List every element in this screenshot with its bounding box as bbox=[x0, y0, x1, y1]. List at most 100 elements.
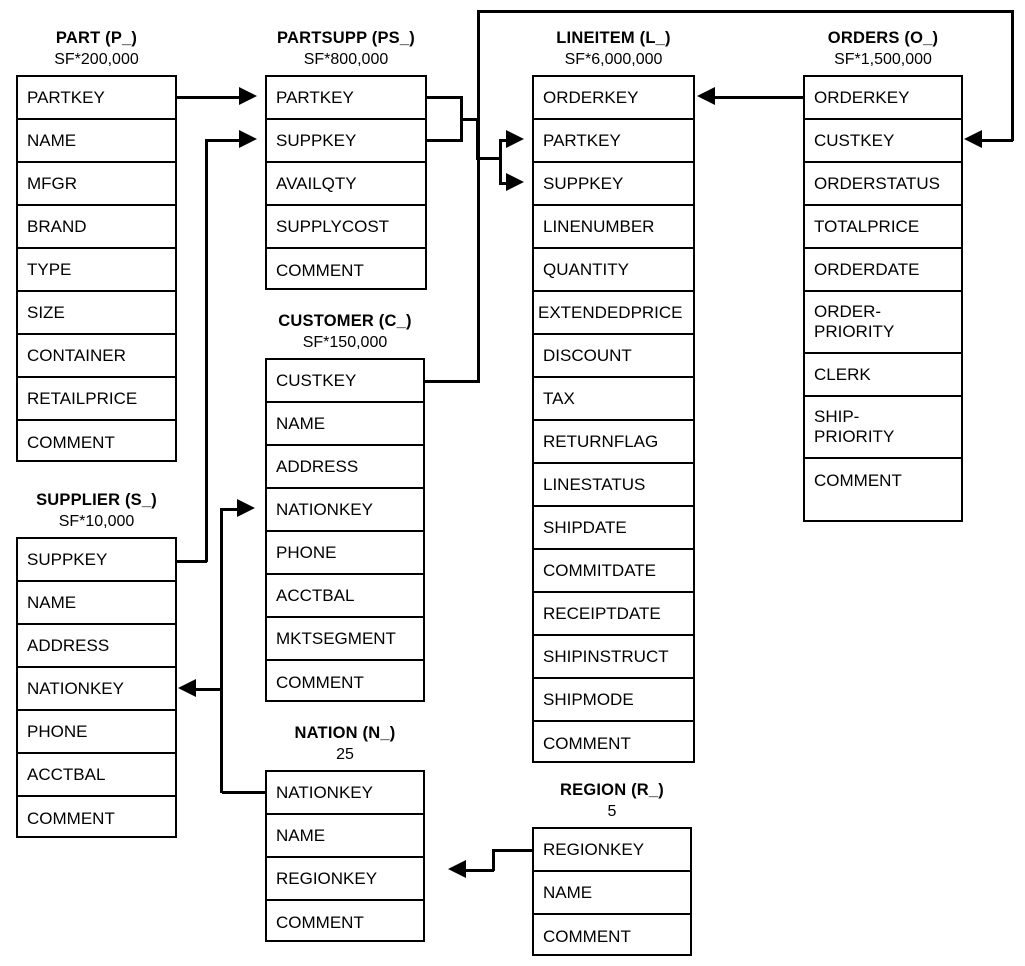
arrowhead-supplier-nationkey bbox=[178, 679, 196, 697]
field-region-name[interactable]: NAME bbox=[534, 872, 690, 915]
entity-supplier-count: SF*10,000 bbox=[58, 513, 135, 530]
field-orders-orderkey[interactable]: ORDERKEY bbox=[805, 77, 961, 120]
connector-orders-custkey-in bbox=[982, 139, 1013, 142]
field-lineitem-partkey[interactable]: PARTKEY bbox=[534, 120, 693, 163]
field-supplier-name[interactable]: NAME bbox=[18, 582, 175, 625]
field-part-name[interactable]: NAME bbox=[18, 120, 175, 163]
entity-nation-count: 25 bbox=[336, 746, 354, 763]
field-lineitem-shipdate[interactable]: SHIPDATE bbox=[534, 507, 693, 550]
field-orders-orderdate[interactable]: ORDERDATE bbox=[805, 249, 961, 292]
field-partsupp-comment[interactable]: COMMENT bbox=[276, 260, 364, 280]
field-nation-name[interactable]: NAME bbox=[267, 815, 423, 858]
field-partsupp-availqty[interactable]: AVAILQTY bbox=[267, 163, 425, 206]
field-orders-totalprice[interactable]: TOTALPRICE bbox=[805, 206, 961, 249]
field-orders-clerk[interactable]: CLERK bbox=[805, 354, 961, 397]
field-part-brand[interactable]: BRAND bbox=[18, 206, 175, 249]
field-part-type[interactable]: TYPE bbox=[18, 249, 175, 292]
connector-partsupp-suppkey-out bbox=[427, 139, 462, 142]
connector-nation-nationkey-out bbox=[222, 791, 265, 794]
connector-orders-to-lineitem bbox=[715, 96, 803, 99]
field-part-mfgr[interactable]: MFGR bbox=[18, 163, 175, 206]
entity-customer-box: CUSTKEY NAME ADDRESS NATIONKEY PHONE ACC… bbox=[265, 358, 425, 702]
field-region-comment[interactable]: COMMENT bbox=[543, 926, 631, 946]
entity-region-box: REGIONKEY NAME COMMENT bbox=[532, 827, 692, 956]
field-lineitem-shipinstruct[interactable]: SHIPINSTRUCT bbox=[534, 636, 693, 679]
field-lineitem-shipmode[interactable]: SHIPMODE bbox=[534, 679, 693, 722]
connector-customer-custkey-riser bbox=[477, 10, 480, 382]
field-lineitem-discount[interactable]: DISCOUNT bbox=[534, 335, 693, 378]
connector-region-regionkey-drop bbox=[492, 849, 495, 871]
field-lineitem-linenumber[interactable]: LINENUMBER bbox=[534, 206, 693, 249]
entity-region-count: 5 bbox=[607, 803, 617, 820]
field-supplier-comment[interactable]: COMMENT bbox=[27, 808, 115, 828]
entity-partsupp-box: PARTKEY SUPPKEY AVAILQTY SUPPLYCOST COMM… bbox=[265, 75, 427, 290]
connector-customer-custkey-out bbox=[425, 380, 480, 383]
entity-supplier-title: SUPPLIER (S_) bbox=[36, 491, 157, 509]
field-part-retailprice[interactable]: RETAILPRICE bbox=[18, 378, 175, 421]
field-supplier-phone[interactable]: PHONE bbox=[18, 711, 175, 754]
connector-nation-to-customer bbox=[220, 508, 239, 511]
field-customer-name[interactable]: NAME bbox=[267, 403, 423, 446]
field-customer-mktsegment[interactable]: MKTSEGMENT bbox=[267, 618, 423, 661]
entity-part-title: PART (P_) bbox=[55, 29, 138, 47]
field-part-partkey[interactable]: PARTKEY bbox=[18, 77, 175, 120]
connector-supplier-suppkey-in bbox=[205, 139, 239, 142]
arrowhead-lineitem-partkey bbox=[506, 130, 524, 148]
field-nation-regionkey[interactable]: REGIONKEY bbox=[267, 858, 423, 901]
field-lineitem-commitdate[interactable]: COMMITDATE bbox=[534, 550, 693, 593]
entity-part-box: PARTKEY NAME MFGR BRAND TYPE SIZE CONTAI… bbox=[16, 75, 177, 462]
field-orders-shippriority[interactable]: SHIP- PRIORITY bbox=[805, 397, 961, 459]
connector-supplier-suppkey-riser bbox=[205, 139, 208, 562]
field-partsupp-suppkey[interactable]: SUPPKEY bbox=[267, 120, 425, 163]
entity-partsupp-title: PARTSUPP (PS_) bbox=[277, 29, 415, 47]
field-lineitem-linestatus[interactable]: LINESTATUS bbox=[534, 464, 693, 507]
field-customer-address[interactable]: ADDRESS bbox=[267, 446, 423, 489]
connector-nation-nationkey-riser bbox=[220, 508, 223, 793]
arrowhead-orders-custkey bbox=[964, 130, 982, 148]
field-part-comment[interactable]: COMMENT bbox=[27, 432, 115, 452]
connector-orders-custkey-drop bbox=[1011, 10, 1014, 141]
field-lineitem-returnflag[interactable]: RETURNFLAG bbox=[534, 421, 693, 464]
field-supplier-suppkey[interactable]: SUPPKEY bbox=[18, 539, 175, 582]
entity-partsupp-count: SF*800,000 bbox=[303, 51, 389, 68]
field-lineitem-tax[interactable]: TAX bbox=[534, 378, 693, 421]
entity-orders-title: ORDERS (O_) bbox=[827, 29, 939, 47]
field-lineitem-suppkey[interactable]: SUPPKEY bbox=[534, 163, 693, 206]
field-supplier-acctbal[interactable]: ACCTBAL bbox=[18, 754, 175, 797]
field-nation-comment[interactable]: COMMENT bbox=[276, 912, 364, 932]
field-supplier-address[interactable]: ADDRESS bbox=[18, 625, 175, 668]
field-orders-orderpriority[interactable]: ORDER- PRIORITY bbox=[805, 292, 961, 354]
entity-lineitem-count: SF*6,000,000 bbox=[564, 51, 663, 68]
connector-nation-to-supplier bbox=[196, 688, 222, 691]
field-partsupp-supplycost[interactable]: SUPPLYCOST bbox=[267, 206, 425, 249]
field-supplier-nationkey[interactable]: NATIONKEY bbox=[18, 668, 175, 711]
field-region-regionkey[interactable]: REGIONKEY bbox=[534, 829, 690, 872]
field-orders-orderpriority-text: ORDER- PRIORITY bbox=[814, 302, 895, 341]
field-customer-comment[interactable]: COMMENT bbox=[276, 672, 364, 692]
entity-customer-title: CUSTOMER (C_) bbox=[278, 312, 412, 330]
field-lineitem-receiptdate[interactable]: RECEIPTDATE bbox=[534, 593, 693, 636]
field-nation-nationkey[interactable]: NATIONKEY bbox=[267, 772, 423, 815]
field-customer-phone[interactable]: PHONE bbox=[267, 532, 423, 575]
field-part-container[interactable]: CONTAINER bbox=[18, 335, 175, 378]
arrowhead-partsupp-suppkey bbox=[239, 130, 257, 148]
entity-region-title: REGION (R_) bbox=[560, 781, 664, 799]
arrowhead-partsupp-partkey bbox=[239, 87, 257, 105]
field-lineitem-orderkey[interactable]: ORDERKEY bbox=[534, 77, 693, 120]
field-customer-nationkey[interactable]: NATIONKEY bbox=[267, 489, 423, 532]
field-part-size[interactable]: SIZE bbox=[18, 292, 175, 335]
field-lineitem-comment[interactable]: COMMENT bbox=[543, 733, 631, 753]
entity-part-count: SF*200,000 bbox=[54, 51, 139, 68]
field-customer-custkey[interactable]: CUSTKEY bbox=[267, 360, 423, 403]
field-orders-orderstatus[interactable]: ORDERSTATUS bbox=[805, 163, 961, 206]
field-customer-acctbal[interactable]: ACCTBAL bbox=[267, 575, 423, 618]
field-lineitem-quantity[interactable]: QUANTITY bbox=[534, 249, 693, 292]
entity-supplier-box: SUPPKEY NAME ADDRESS NATIONKEY PHONE ACC… bbox=[16, 537, 177, 838]
field-lineitem-extendedprice[interactable]: EXTENDEDPRICE bbox=[534, 292, 693, 335]
connector-region-regionkey-out bbox=[493, 849, 533, 852]
field-orders-comment[interactable]: COMMENT bbox=[814, 470, 902, 490]
connector-lineitem-split-bracket bbox=[499, 139, 502, 185]
field-partsupp-partkey[interactable]: PARTKEY bbox=[267, 77, 425, 120]
field-orders-custkey[interactable]: CUSTKEY bbox=[805, 120, 961, 163]
